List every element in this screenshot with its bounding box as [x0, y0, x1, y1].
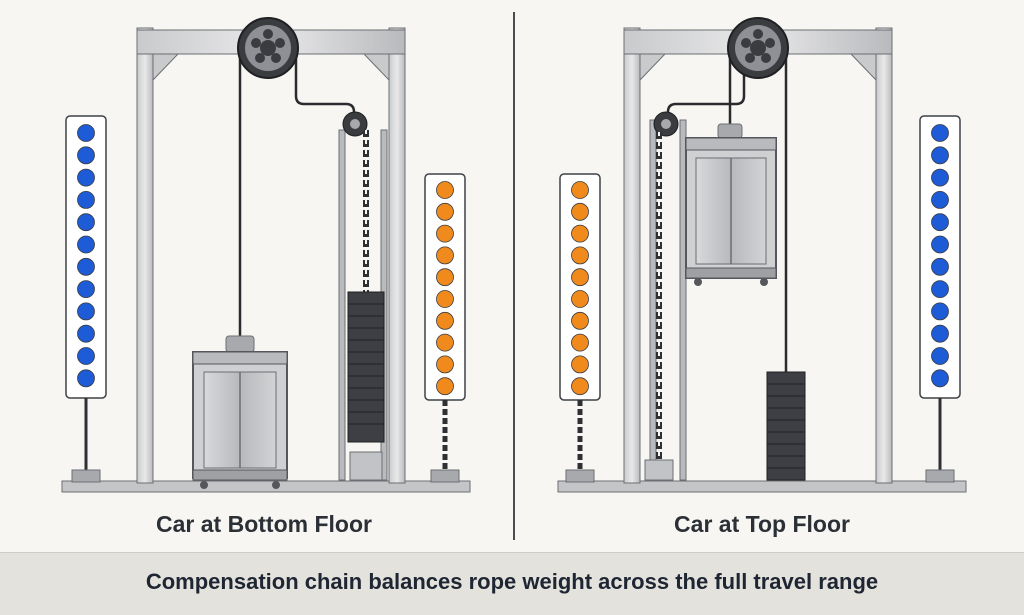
indicator-dot	[571, 311, 589, 330]
indicator-dot	[931, 280, 949, 299]
deflector-sheave-icon	[342, 111, 368, 137]
indicator-dot	[436, 355, 454, 374]
indicator-dot	[436, 246, 454, 265]
column-base	[925, 469, 955, 483]
frame-post-right	[875, 27, 893, 484]
frame-post-left	[623, 27, 641, 484]
panel-caption-bottom-floor: Car at Bottom Floor	[156, 511, 372, 537]
counterweight-guide	[338, 129, 346, 481]
right-column-dots	[931, 124, 949, 388]
indicator-dot	[931, 369, 949, 388]
guide-rail	[679, 119, 687, 481]
indicator-dot	[931, 324, 949, 343]
indicator-dot	[571, 290, 589, 308]
left-column-dots	[571, 181, 589, 396]
frame-post-left	[136, 27, 154, 484]
indicator-dot	[931, 235, 949, 254]
indicator-dot	[931, 213, 949, 232]
guide-rail	[649, 119, 657, 481]
indicator-dot	[571, 268, 589, 287]
indicator-dot	[931, 257, 949, 276]
main-sheave-icon	[237, 17, 299, 79]
footer-banner: Compensation chain balances rope weight …	[0, 552, 1024, 615]
ground-plate	[557, 480, 967, 493]
counterweight-buffer	[349, 451, 383, 481]
indicator-dot	[77, 213, 95, 232]
indicator-dot	[436, 377, 454, 396]
indicator-dot	[77, 347, 95, 365]
panel-caption-top-floor: Car at Top Floor	[674, 511, 850, 537]
indicator-dot	[931, 168, 949, 187]
indicator-dot	[77, 124, 95, 142]
left-column-dots	[77, 124, 95, 388]
indicator-dot	[77, 280, 95, 299]
counterweight-plates	[767, 383, 805, 469]
indicator-dot	[931, 302, 949, 321]
right-column-dots	[436, 181, 454, 396]
hoist-rope	[294, 52, 356, 122]
indicator-dot	[77, 324, 95, 343]
main-sheave-icon	[727, 17, 789, 79]
frame-post-right	[388, 27, 406, 484]
frame-brace	[362, 53, 390, 82]
indicator-dot	[931, 347, 949, 365]
panel-top-floor	[557, 17, 967, 493]
indicator-dot	[571, 333, 589, 352]
deflector-sheave-icon	[653, 111, 679, 137]
counterweight-plates	[348, 303, 384, 425]
indicator-dot	[931, 124, 949, 142]
indicator-dot	[77, 190, 95, 209]
frame-brace	[152, 53, 180, 82]
indicator-dot	[77, 235, 95, 254]
indicator-dot	[77, 146, 95, 165]
counterweight	[766, 371, 806, 481]
indicator-dot	[436, 224, 454, 243]
ground-plate	[61, 480, 471, 493]
indicator-dot	[436, 290, 454, 308]
panel-bottom-floor	[61, 17, 471, 493]
indicator-dot	[77, 302, 95, 321]
indicator-dot	[436, 333, 454, 352]
column-base	[71, 469, 101, 483]
indicator-dot	[436, 181, 454, 199]
elevator-car	[685, 123, 777, 286]
indicator-dot	[77, 168, 95, 187]
indicator-dot	[436, 311, 454, 330]
indicator-dot	[77, 257, 95, 276]
footer-text: Compensation chain balances rope weight …	[145, 569, 879, 594]
indicator-dot	[571, 202, 589, 221]
indicator-dot	[571, 355, 589, 374]
indicator-dot	[436, 268, 454, 287]
indicator-dot	[931, 190, 949, 209]
chain-anchor	[644, 459, 674, 481]
frame-brace	[639, 53, 667, 82]
indicator-dot	[571, 224, 589, 243]
indicator-dot	[571, 246, 589, 265]
counterweight	[347, 291, 385, 443]
elevator-car	[192, 335, 288, 489]
elevator-diagram	[61, 12, 967, 540]
indicator-dot	[77, 369, 95, 388]
indicator-dot	[436, 202, 454, 221]
indicator-dot	[571, 377, 589, 396]
column-base	[565, 469, 595, 483]
hoist-rope	[666, 50, 746, 122]
indicator-dot	[931, 146, 949, 165]
column-base	[430, 469, 460, 483]
indicator-dot	[571, 181, 589, 199]
frame-brace	[849, 53, 877, 82]
